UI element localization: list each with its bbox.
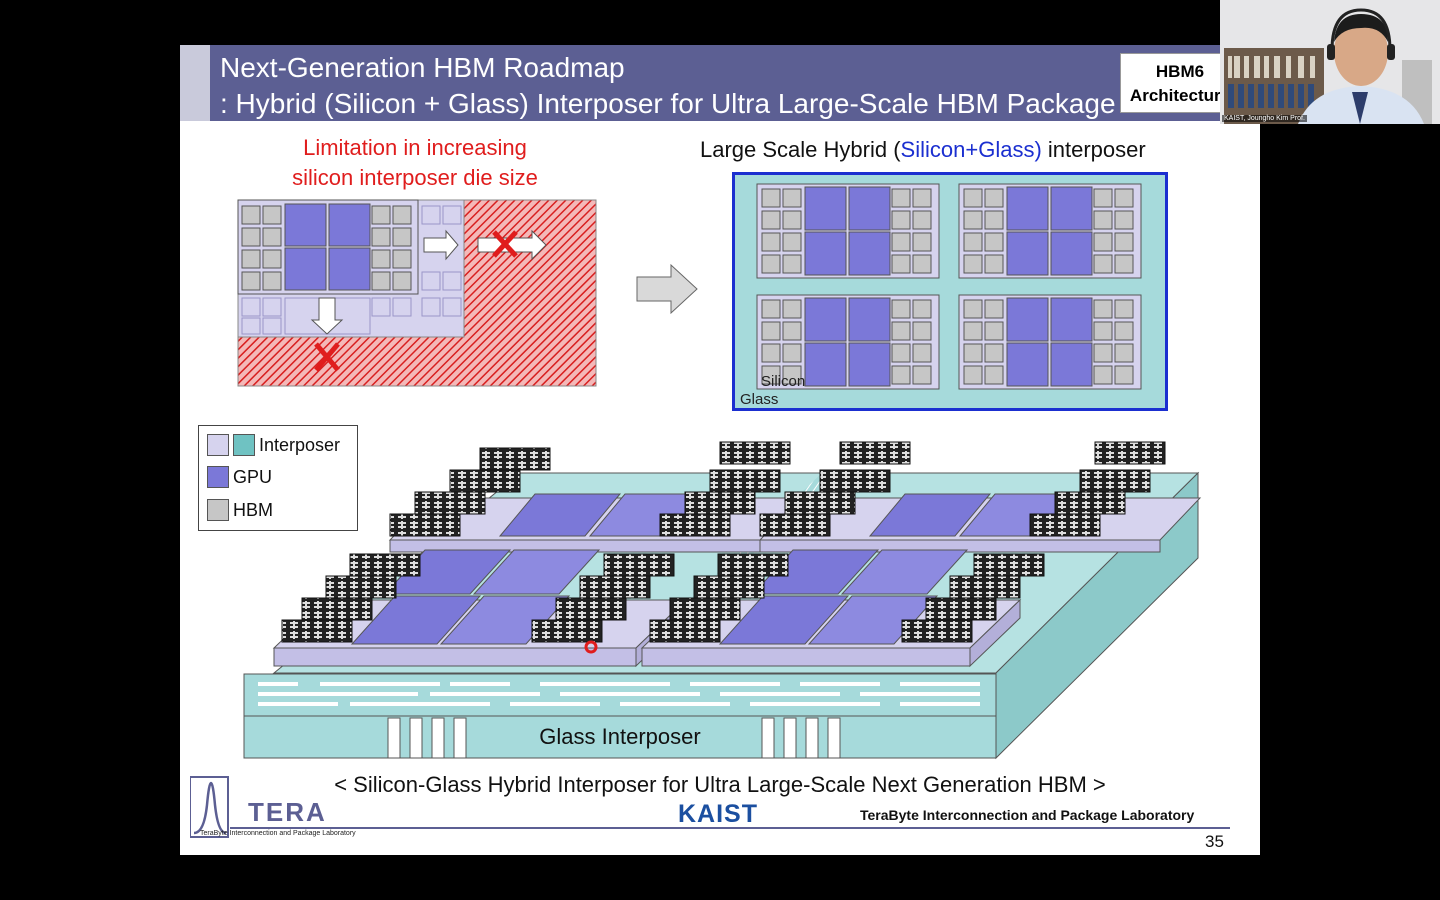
presenter-webcam[interactable]: KAIST, Joungho Kim Prof. (1220, 0, 1440, 124)
legend-swatch-glass (233, 434, 255, 456)
glass-front-lower (243, 715, 997, 759)
badge-line2: Architecture (1129, 86, 1231, 105)
legend-hbm: HBM (207, 499, 273, 521)
x-mark-right (492, 230, 518, 258)
footer-divider (230, 827, 1230, 829)
tera-logo-subtext: TeraByte Interconnection and Package Lab… (200, 830, 356, 837)
legend-label-hbm: HBM (233, 499, 273, 520)
badge-line1: HBM6 (1155, 62, 1205, 81)
rdl-lines (258, 682, 980, 706)
legend-label-gpu: GPU (233, 466, 273, 487)
hbm-left-stack (241, 205, 412, 291)
arrow-right-small (423, 229, 459, 261)
presenter-head (1334, 18, 1388, 86)
tera-logo-text: TERA (248, 797, 327, 827)
legend-interposer: Interposer (207, 434, 340, 456)
slide-title: Next-Generation HBM Roadmap (220, 52, 625, 83)
transition-arrow (636, 263, 698, 315)
title-accent (180, 45, 210, 121)
package-3d-view: Glass Interposer (243, 441, 1202, 760)
legend-swatch-gpu (207, 466, 229, 488)
presentation-slide: Next-Generation HBM Roadmap : Hybrid (Si… (180, 45, 1260, 855)
limitation-caption: Limitation in increasing silicon interpo… (275, 133, 555, 193)
slide-subtitle: : Hybrid (Silicon + Glass) Interposer fo… (220, 88, 1116, 119)
legend-swatch-silicon (207, 434, 229, 456)
x-mark-down (314, 342, 340, 372)
page-number: 35 (1205, 832, 1224, 851)
tera-logo-graphic (190, 776, 229, 838)
hybrid-caption: Large Scale Hybrid (Silicon+Glass) inter… (700, 137, 1146, 163)
hybrid-caption-a: Large Scale Hybrid ( (700, 137, 901, 162)
webcam-name-label: KAIST, Joungho Kim Prof. (1222, 115, 1307, 122)
silicon-tile-3 (756, 294, 940, 390)
legend-gpu: GPU (207, 466, 272, 488)
silicon-label: Silicon (761, 373, 805, 390)
lab-name: TeraByte Interconnection and Package Lab… (860, 807, 1195, 823)
kaist-logo: KAIST (678, 800, 758, 828)
silicon-limitation-diagram (237, 199, 597, 387)
limitation-line1: Limitation in increasing (303, 135, 527, 160)
legend-label-interposer: Interposer (259, 434, 341, 455)
glass-label: Glass (740, 391, 778, 408)
tgv-right (761, 717, 841, 759)
hybrid-caption-highlight: Silicon+Glass) (900, 137, 1042, 162)
gpu-left-block (284, 203, 371, 291)
hybrid-interposer-topview: Silicon Glass (732, 172, 1168, 411)
presenter-video (1220, 0, 1440, 124)
glass-interposer-label: Glass Interposer (539, 724, 700, 749)
tgv-left (387, 717, 467, 759)
laser-pointer (584, 640, 598, 654)
silicon-tile-2 (958, 183, 1142, 279)
legend: Interposer GPU HBM (198, 425, 358, 531)
title-bar: Next-Generation HBM Roadmap : Hybrid (Si… (180, 45, 1260, 121)
arrow-down-small (310, 297, 344, 335)
limitation-line2: silicon interposer die size (292, 165, 538, 190)
silicon-tile-1 (756, 183, 940, 279)
silicon-tile-4 (958, 294, 1142, 390)
headset (1330, 8, 1392, 51)
legend-swatch-hbm (207, 499, 229, 521)
silicon-3d-front-right (640, 549, 1045, 668)
figure-caption: < Silicon-Glass Hybrid Interposer for Ul… (334, 772, 1106, 797)
silicon-3d-front-left (272, 549, 688, 668)
hybrid-caption-b: interposer (1041, 137, 1146, 162)
silicon-3d-back-right (758, 441, 1202, 553)
